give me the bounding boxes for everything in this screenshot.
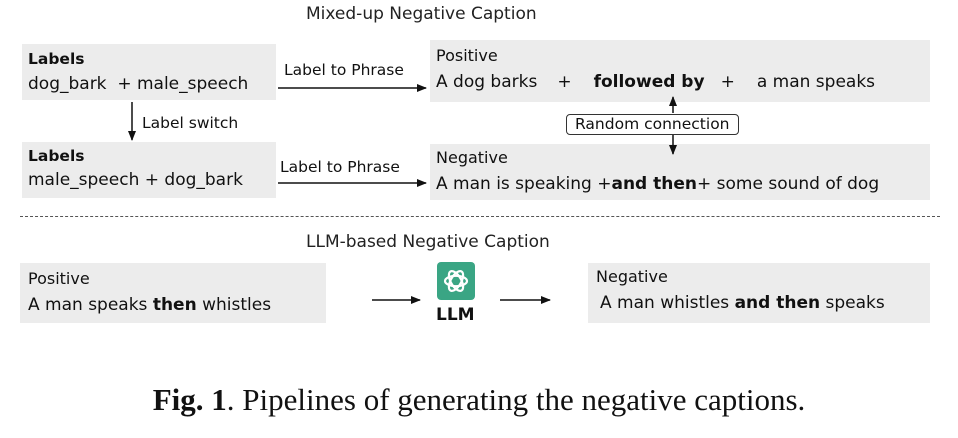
llm-label: LLM <box>436 305 475 325</box>
random-connection-box: Random connection <box>566 114 739 135</box>
labels-top-text: dog_bark + male_speech <box>28 74 249 94</box>
positive-connector: followed by <box>593 72 705 92</box>
negative-head: Negative <box>436 148 508 167</box>
llm-negative-post: speaks <box>820 293 885 313</box>
labels-bottom-box: Labels male_speech + dog_bark <box>22 142 276 198</box>
figure-label: Fig. 1 <box>152 382 227 417</box>
llm-negative-connector: and then <box>734 293 821 313</box>
positive-part1: A dog barks <box>436 72 538 92</box>
openai-logo-icon <box>437 262 475 300</box>
figure-caption-text: . Pipelines of generating the negative c… <box>226 382 806 417</box>
label-switch-text: Label switch <box>142 114 239 132</box>
positive-plus1: + <box>557 72 572 92</box>
llm-positive-head: Positive <box>28 269 90 288</box>
negative-part2: + some sound of dog <box>697 174 880 194</box>
section-divider <box>20 216 940 217</box>
labels-bottom-head: Labels <box>28 147 85 165</box>
negative-caption-top: A man is speaking +and then+ some sound … <box>436 174 879 194</box>
negative-part1: A man is speaking + <box>436 174 612 194</box>
llm-positive-pre: A man speaks <box>28 295 153 315</box>
label-to-phrase-top: Label to Phrase <box>284 61 404 79</box>
positive-box-llm: Positive A man speaks then whistles <box>20 263 326 323</box>
llm-negative-caption: A man whistles and then speaks <box>600 293 885 313</box>
negative-box-top: Negative A man is speaking +and then+ so… <box>430 144 930 200</box>
llm-title: LLM-based Negative Caption <box>306 232 550 252</box>
positive-plus2: + <box>720 72 735 92</box>
negative-box-llm: Negative A man whistles and then speaks <box>588 263 930 323</box>
llm-positive-post: whistles <box>196 295 272 315</box>
labels-top-head: Labels <box>28 50 85 68</box>
llm-negative-head: Negative <box>596 267 668 286</box>
positive-caption-top: A dog barks + followed by + a man speaks <box>436 72 875 92</box>
positive-head: Positive <box>436 46 498 65</box>
positive-box-top: Positive A dog barks + followed by + a man s… <box>430 40 930 102</box>
mixed-up-title: Mixed-up Negative Caption <box>306 4 537 24</box>
llm-positive-connector: then <box>152 295 197 315</box>
llm-negative-pre: A man whistles <box>600 293 735 313</box>
figure-caption: Fig. 1. Pipelines of generating the nega… <box>0 382 958 418</box>
label-to-phrase-bottom: Label to Phrase <box>280 158 400 176</box>
llm-icon <box>437 262 475 300</box>
llm-positive-caption: A man speaks then whistles <box>28 295 271 315</box>
negative-connector: and then <box>611 174 698 194</box>
labels-top-box: Labels dog_bark + male_speech <box>22 44 276 100</box>
labels-bottom-text: male_speech + dog_bark <box>28 170 243 190</box>
positive-part2: a man speaks <box>756 72 876 92</box>
